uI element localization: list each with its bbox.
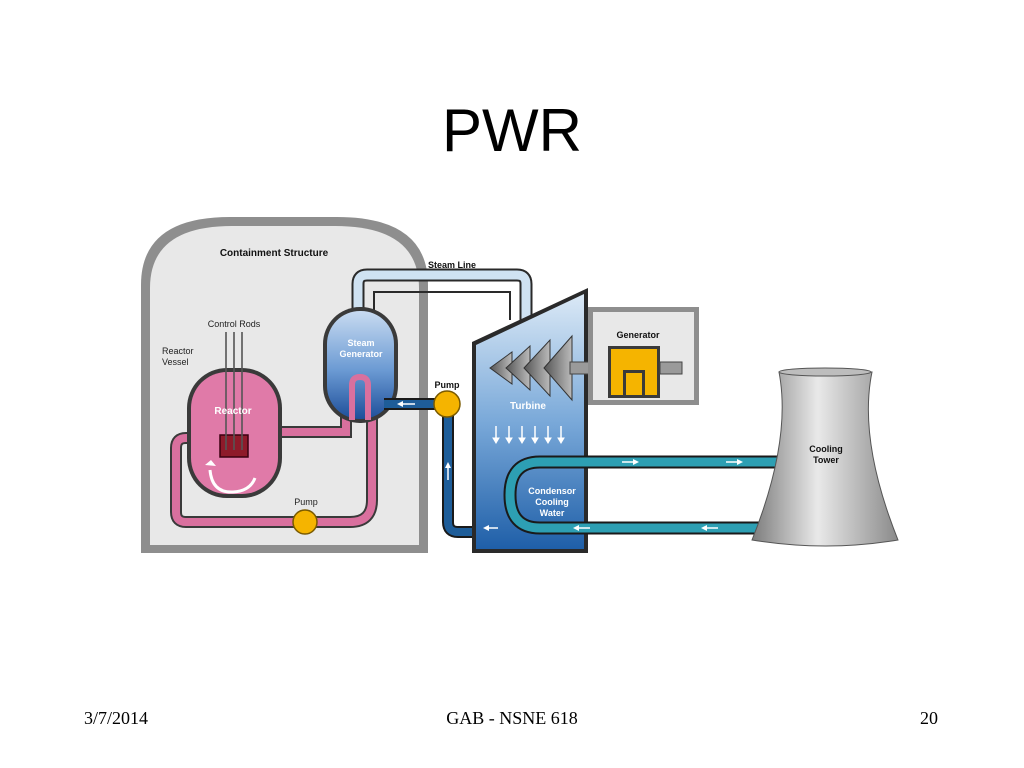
reactor-vessel: Reactor Control Rods Reactor Vessel bbox=[162, 319, 282, 498]
turbine-blades bbox=[489, 334, 611, 402]
cooling-water-loop: Condensor Cooling Water bbox=[483, 455, 790, 535]
primary-pump-label: Pump bbox=[294, 497, 318, 507]
steam-line-label: Steam Line bbox=[428, 260, 476, 270]
reactor-vessel-label-1: Reactor bbox=[162, 346, 194, 356]
turbine-label: Turbine bbox=[510, 401, 546, 412]
condenser-label-2: Cooling bbox=[535, 497, 569, 507]
generator-label: Generator bbox=[616, 330, 660, 340]
page-number: 20 bbox=[920, 708, 938, 728]
cooling-tower: Cooling Tower bbox=[751, 367, 899, 547]
steam-down-arrows bbox=[492, 426, 565, 444]
turbine-building: Turbine bbox=[472, 288, 611, 553]
steam-generator: Steam Generator bbox=[323, 307, 398, 423]
steam-line: Steam Line bbox=[351, 260, 533, 320]
footer-course: GAB - NSNE 618 bbox=[446, 708, 578, 728]
secondary-pump: Pump bbox=[433, 380, 461, 418]
reactor-label: Reactor bbox=[214, 406, 251, 417]
secondary-pump-label: Pump bbox=[434, 380, 460, 390]
steam-generator-label-1: Steam bbox=[347, 338, 374, 348]
steam-generator-label-2: Generator bbox=[339, 349, 383, 359]
condenser-label-3: Water bbox=[540, 508, 565, 518]
primary-pump: Pump bbox=[292, 497, 318, 535]
slide-title: PWR bbox=[442, 97, 582, 164]
control-rods-label: Control Rods bbox=[208, 319, 261, 329]
reactor-vessel-label-2: Vessel bbox=[162, 357, 189, 367]
cooling-tower-label-2: Tower bbox=[813, 455, 839, 465]
footer-date: 3/7/2014 bbox=[84, 708, 149, 728]
generator: Generator bbox=[588, 307, 699, 405]
condenser-label-1: Condensor bbox=[528, 486, 576, 496]
containment-label: Containment Structure bbox=[220, 248, 329, 259]
cooling-tower-label-1: Cooling bbox=[809, 444, 843, 454]
